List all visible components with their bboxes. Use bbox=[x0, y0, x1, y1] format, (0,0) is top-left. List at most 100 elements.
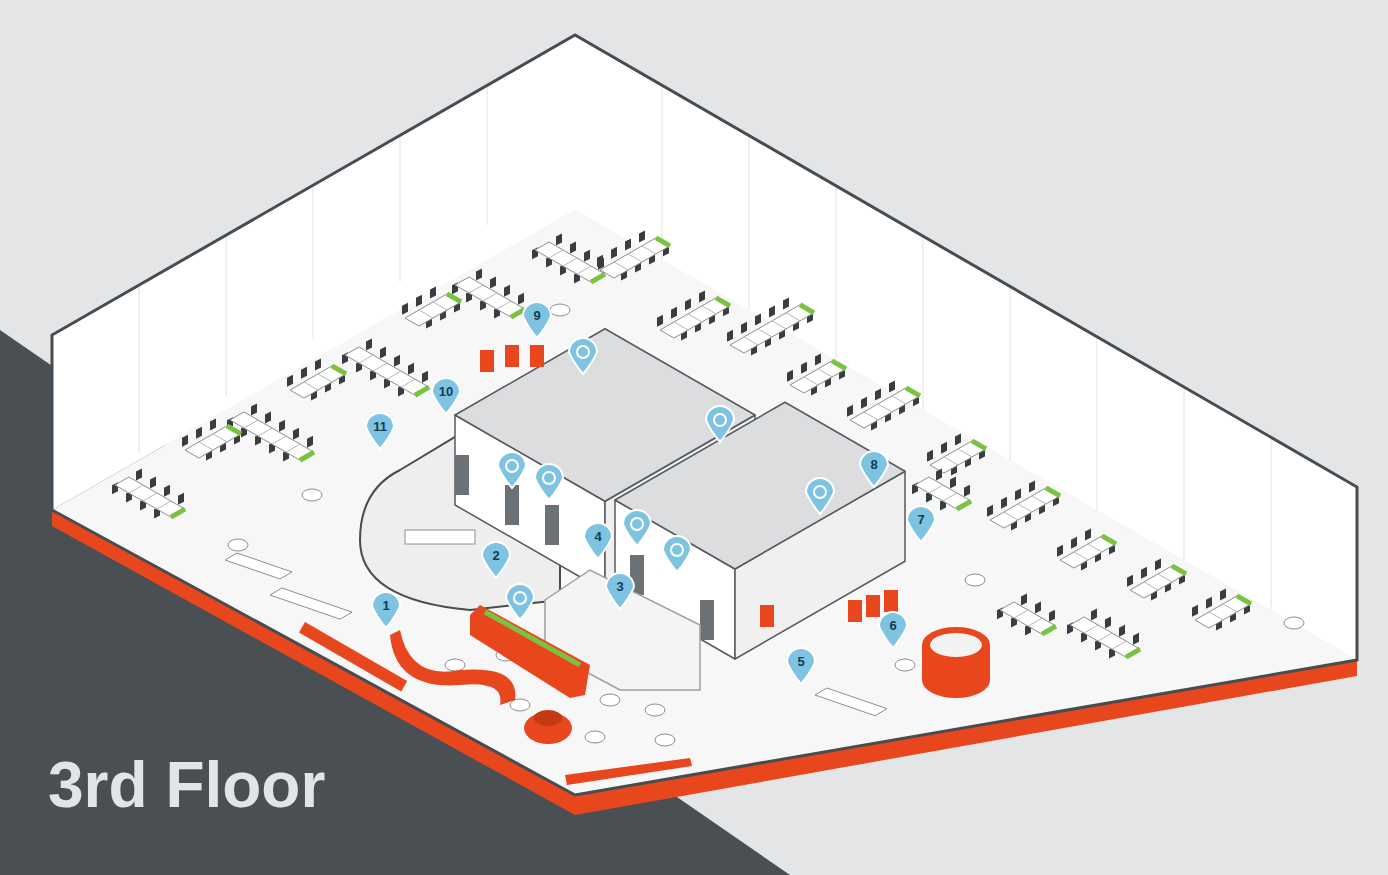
chair bbox=[422, 371, 428, 383]
chair bbox=[950, 477, 956, 489]
desk-divider bbox=[433, 302, 447, 310]
planter bbox=[716, 298, 730, 306]
booth-seat bbox=[505, 345, 519, 367]
chair bbox=[815, 354, 821, 366]
desk-divider bbox=[129, 485, 143, 493]
pin-icon bbox=[506, 460, 518, 472]
desk bbox=[915, 477, 971, 509]
desk-divider bbox=[272, 436, 286, 444]
round-table bbox=[655, 734, 675, 746]
chair bbox=[315, 359, 321, 371]
table bbox=[405, 530, 475, 544]
desk-divider bbox=[929, 485, 943, 493]
callout-pin bbox=[907, 506, 935, 542]
planter bbox=[832, 361, 846, 369]
chair bbox=[182, 435, 188, 447]
desk-cluster bbox=[657, 291, 730, 341]
round-table bbox=[895, 659, 915, 671]
desk bbox=[990, 488, 1060, 528]
booth-seat bbox=[884, 590, 898, 612]
planter bbox=[656, 238, 670, 246]
icon-pin bbox=[535, 464, 563, 500]
pin-icon bbox=[671, 544, 683, 556]
chair bbox=[430, 287, 436, 299]
desk bbox=[1070, 617, 1140, 657]
desk bbox=[730, 305, 814, 353]
desk-divider bbox=[549, 250, 563, 258]
desk bbox=[405, 294, 461, 326]
callout-number: 2 bbox=[482, 542, 510, 570]
chair bbox=[741, 322, 747, 334]
chair bbox=[136, 469, 142, 481]
desk-divider bbox=[1144, 582, 1158, 590]
desk-divider bbox=[497, 301, 511, 309]
desk-cluster bbox=[727, 297, 814, 355]
desk-divider bbox=[818, 369, 832, 377]
desk-divider bbox=[143, 493, 157, 501]
chair bbox=[1127, 575, 1133, 587]
chair bbox=[584, 250, 590, 262]
wall-line bbox=[923, 235, 924, 410]
wall-line bbox=[1010, 285, 1011, 460]
desk-cluster bbox=[1057, 529, 1116, 571]
chair bbox=[889, 381, 895, 393]
round-table bbox=[600, 694, 620, 706]
desk-divider bbox=[577, 266, 591, 274]
chair bbox=[1057, 545, 1063, 557]
round-table bbox=[1284, 617, 1304, 629]
callout-number: 5 bbox=[787, 648, 815, 676]
desk-divider bbox=[258, 428, 272, 436]
building bbox=[52, 35, 1357, 815]
desk-cluster bbox=[1067, 609, 1140, 659]
desk-divider bbox=[359, 355, 373, 363]
desk-divider bbox=[401, 379, 415, 387]
round-table bbox=[445, 659, 465, 671]
chair bbox=[279, 420, 285, 432]
pin-icon bbox=[631, 518, 643, 530]
desk bbox=[1000, 602, 1056, 634]
pin-icon bbox=[543, 472, 555, 484]
planter bbox=[1126, 649, 1140, 657]
chair bbox=[210, 419, 216, 431]
icon-pin bbox=[498, 452, 526, 488]
callout-number: 8 bbox=[860, 451, 888, 479]
pin-icon bbox=[714, 414, 726, 426]
chair bbox=[1015, 489, 1021, 501]
callout-pin bbox=[523, 302, 551, 338]
booth-seat bbox=[760, 605, 774, 627]
desk-cluster bbox=[112, 469, 185, 519]
desk bbox=[1130, 566, 1186, 598]
desk-divider bbox=[958, 449, 972, 457]
desk bbox=[290, 366, 346, 398]
desk-divider bbox=[157, 501, 171, 509]
desk-divider bbox=[786, 313, 800, 321]
desk-divider bbox=[1018, 504, 1032, 512]
desk-divider bbox=[1223, 604, 1237, 612]
desk-divider bbox=[304, 382, 318, 390]
chair bbox=[1029, 481, 1035, 493]
desk-divider bbox=[1074, 552, 1088, 560]
callout-number: 1 bbox=[372, 592, 400, 620]
chair bbox=[657, 315, 663, 327]
chair bbox=[699, 291, 705, 303]
bar bbox=[565, 758, 692, 785]
planter bbox=[227, 426, 241, 434]
desk-cluster bbox=[997, 594, 1056, 636]
desk-divider bbox=[483, 293, 497, 301]
chair bbox=[1141, 567, 1147, 579]
desk-divider bbox=[1032, 496, 1046, 504]
icon-pin bbox=[663, 536, 691, 572]
planter bbox=[800, 305, 814, 313]
chair bbox=[987, 505, 993, 517]
desk-divider bbox=[674, 322, 688, 330]
chair bbox=[1071, 537, 1077, 549]
chair bbox=[1119, 625, 1125, 637]
chair bbox=[394, 355, 400, 367]
wall-line bbox=[1271, 435, 1272, 610]
desk-divider bbox=[1004, 512, 1018, 520]
desk-cluster bbox=[912, 469, 971, 511]
chair bbox=[755, 314, 761, 326]
chair bbox=[570, 242, 576, 254]
desk-divider bbox=[1209, 612, 1223, 620]
